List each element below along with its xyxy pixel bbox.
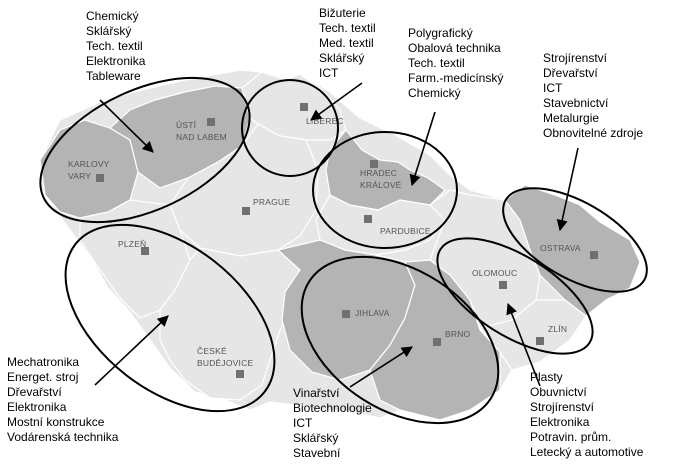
marker-hradec [370, 160, 378, 168]
arrow-ostrava [556, 147, 579, 232]
city-label-jihlava: JIHLAVA [355, 308, 390, 318]
cluster-list-ostrava: Strojírenství Dřevařství ICT Stavebnictv… [543, 51, 643, 140]
marker-ceske-budejovice [236, 370, 244, 378]
marker-ostrava [590, 251, 598, 259]
arrow-northwest [99, 99, 154, 153]
cluster-list-liberec: Bižuterie Tech. textil Med. textil Sklář… [319, 6, 379, 80]
cluster-ellipse-ostrava [502, 187, 648, 293]
region-zlin [478, 299, 587, 371]
marker-olomouc [499, 281, 507, 289]
arrow-olomouc-zlin [506, 302, 541, 387]
arrow-liberec [310, 82, 363, 121]
cluster-ellipse-olomouc-zlin [436, 237, 594, 355]
marker-pardubice [364, 215, 372, 223]
region-karlovy-vary [39, 119, 139, 219]
marker-prague [242, 207, 250, 215]
marker-usti [207, 118, 215, 126]
cluster-list-hradec-pardubice: Polygrafický Obalová technika Tech. text… [408, 26, 507, 100]
cluster-list-northwest: Chemický Sklářský Tech. textil Elektroni… [86, 9, 149, 83]
arrow-hradec [409, 111, 436, 187]
marker-plzen [141, 247, 149, 255]
region-central-bohemia [169, 123, 319, 257]
cluster-ellipse-liberec [241, 79, 339, 177]
city-label-liberec: LIBEREC [306, 116, 344, 126]
marker-karlovy-vary [96, 174, 104, 182]
city-label-pardubice: PARDUBICE [380, 226, 431, 236]
city-label-zlin: ZLÍN [548, 324, 567, 334]
city-label-olomouc: OLOMOUC [472, 268, 517, 278]
arrow-southwest [94, 315, 169, 386]
marker-brno [433, 338, 441, 346]
marker-jihlava [342, 310, 350, 318]
cluster-list-olomouc-zlin: Plasty Obuvnictví Strojírenství Elektron… [530, 370, 644, 459]
marker-liberec [300, 103, 308, 111]
region-usti [108, 85, 251, 189]
city-label-ostrava: OSTRAVA [540, 243, 581, 253]
cluster-list-southwest: Mechatronika Energet. stroj Dřevařství E… [7, 355, 119, 444]
cluster-ellipse-hradec-pardubice [312, 131, 458, 249]
cluster-ellipse-jihlava-brno [300, 255, 500, 425]
cluster-ellipse-northwest [39, 76, 251, 224]
cluster-ellipse-southwest [64, 223, 276, 413]
arrow-jihlava-brno [349, 346, 413, 388]
marker-zlin [536, 337, 544, 345]
city-label-plzen: PLZEŇ [118, 239, 146, 249]
city-label-prague: PRAGUE [253, 197, 290, 207]
region-south-bohemia [159, 247, 301, 401]
city-label-brno: BRNO [445, 329, 471, 339]
cluster-list-jihlava-brno: Vinařství Biotechnologie ICT Sklářský St… [293, 386, 375, 460]
